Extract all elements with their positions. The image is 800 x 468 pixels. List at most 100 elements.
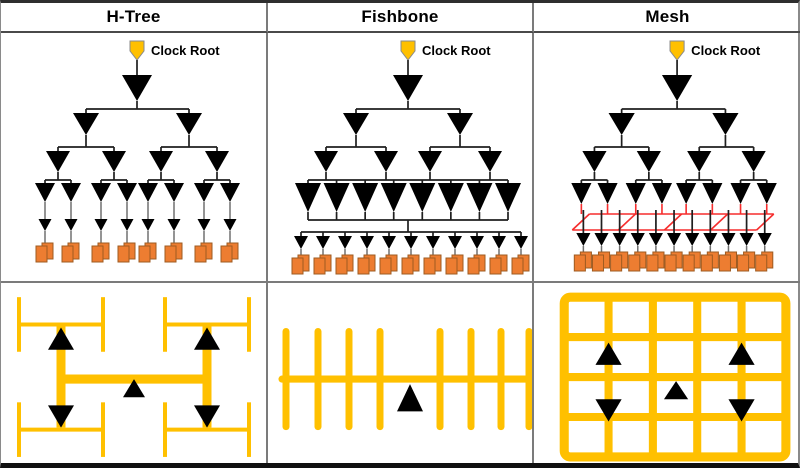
buffer-icon xyxy=(295,183,321,212)
sink-icon xyxy=(220,245,233,263)
clock-root-label: Clock Root xyxy=(691,43,761,58)
buffer-icon xyxy=(447,113,473,135)
buffer-icon xyxy=(404,236,418,249)
buffer-icon xyxy=(728,342,755,365)
buffer-icon xyxy=(338,236,352,249)
sink-icon xyxy=(357,257,370,275)
buffer-icon xyxy=(757,233,772,246)
mesh-tree-diagram: Clock Root xyxy=(534,33,800,283)
buffer-icon xyxy=(466,183,493,212)
sink-icon xyxy=(718,254,731,272)
buffer-icon xyxy=(739,233,754,246)
buffer-icon xyxy=(120,219,134,231)
buffer-icon xyxy=(666,233,682,246)
buffer-icon xyxy=(149,151,173,172)
buffer-icon xyxy=(595,399,622,422)
buffer-icon xyxy=(712,113,739,135)
sink-icon xyxy=(489,257,502,275)
buffer-icon xyxy=(741,151,766,172)
column-header-label: Mesh xyxy=(645,7,690,26)
buffer-icon xyxy=(448,236,462,249)
htree-tree-diagram: Clock Root xyxy=(1,33,268,283)
buffer-icon xyxy=(397,384,423,412)
buffer-icon xyxy=(194,183,214,202)
buffer-icon xyxy=(167,219,181,231)
buffer-icon xyxy=(102,151,126,172)
sink-icon xyxy=(379,257,392,275)
sink-icon xyxy=(335,257,348,275)
buffer-icon xyxy=(117,183,137,202)
sink-icon xyxy=(737,254,750,272)
buffer-icon xyxy=(194,405,220,428)
buffer-icon xyxy=(703,233,718,246)
buffer-icon xyxy=(223,219,237,231)
fishbone-floorplan-svg xyxy=(278,327,532,431)
htree-floorplan-svg xyxy=(17,297,251,457)
buffer-icon xyxy=(197,219,211,231)
sink-icon xyxy=(511,257,524,275)
buffer-icon xyxy=(91,183,111,202)
sink-icon xyxy=(138,245,151,263)
fishbone-tree-diagram: Clock Root xyxy=(268,33,534,283)
buffer-icon xyxy=(608,113,635,135)
buffer-icon xyxy=(418,151,442,172)
buffer-icon xyxy=(323,183,350,212)
buffer-icon xyxy=(164,183,184,202)
buffer-icon xyxy=(141,219,155,231)
buffer-icon xyxy=(94,219,108,231)
buffer-icon xyxy=(595,342,622,365)
buffer-icon xyxy=(651,183,673,204)
column-header-htree: H-Tree xyxy=(1,3,268,33)
sink-icon xyxy=(682,254,695,272)
clock-root-label: Clock Root xyxy=(151,43,220,58)
sink-icon xyxy=(61,245,74,263)
buffer-icon xyxy=(478,151,502,172)
sink-icon xyxy=(194,245,207,263)
htree-buffer-tree-svg: Clock Root xyxy=(35,40,240,263)
buffer-icon xyxy=(470,236,484,249)
fishbone-floorplan xyxy=(268,283,534,463)
buffer-icon xyxy=(576,233,591,246)
sink-icon xyxy=(35,245,48,263)
sink-icon xyxy=(573,254,586,272)
buffer-icon xyxy=(46,151,70,172)
fishbone-buffer-tree-svg: Clock Root xyxy=(291,40,530,275)
buffer-icon xyxy=(123,379,145,398)
clock-root-label: Clock Root xyxy=(422,43,491,58)
buffer-icon xyxy=(316,236,330,249)
buffer-icon xyxy=(730,183,751,204)
buffer-icon xyxy=(343,113,369,135)
buffer-icon xyxy=(495,183,521,212)
mesh-floorplan xyxy=(534,283,800,463)
sink-icon xyxy=(591,254,605,272)
buffer-icon xyxy=(514,236,528,249)
sink-icon xyxy=(610,254,623,272)
buffer-icon xyxy=(38,219,52,231)
buffer-icon xyxy=(426,236,440,249)
buffer-icon xyxy=(73,113,99,135)
buffer-icon xyxy=(61,183,81,202)
sink-icon xyxy=(117,245,130,263)
buffer-icon xyxy=(380,183,407,212)
clock-root-marker-icon xyxy=(669,40,685,61)
column-header-mesh: Mesh xyxy=(534,3,800,33)
mesh-floorplan-svg xyxy=(559,292,791,462)
buffer-icon xyxy=(687,151,712,172)
buffer-icon xyxy=(314,151,338,172)
buffer-icon xyxy=(636,151,661,172)
buffer-icon xyxy=(661,75,693,101)
sink-icon xyxy=(164,245,177,263)
buffer-icon xyxy=(194,327,220,350)
buffer-icon xyxy=(721,233,736,246)
sink-icon xyxy=(664,254,677,272)
buffer-icon xyxy=(352,183,379,212)
sink-icon xyxy=(646,254,659,272)
buffer-icon xyxy=(294,236,308,249)
buffer-icon xyxy=(625,183,646,204)
mesh-buffer-tree-svg: Clock Root xyxy=(571,40,777,272)
column-header-label: Fishbone xyxy=(361,7,439,26)
buffer-icon xyxy=(612,233,627,246)
buffer-icon xyxy=(597,183,618,204)
buffer-icon xyxy=(220,183,240,202)
